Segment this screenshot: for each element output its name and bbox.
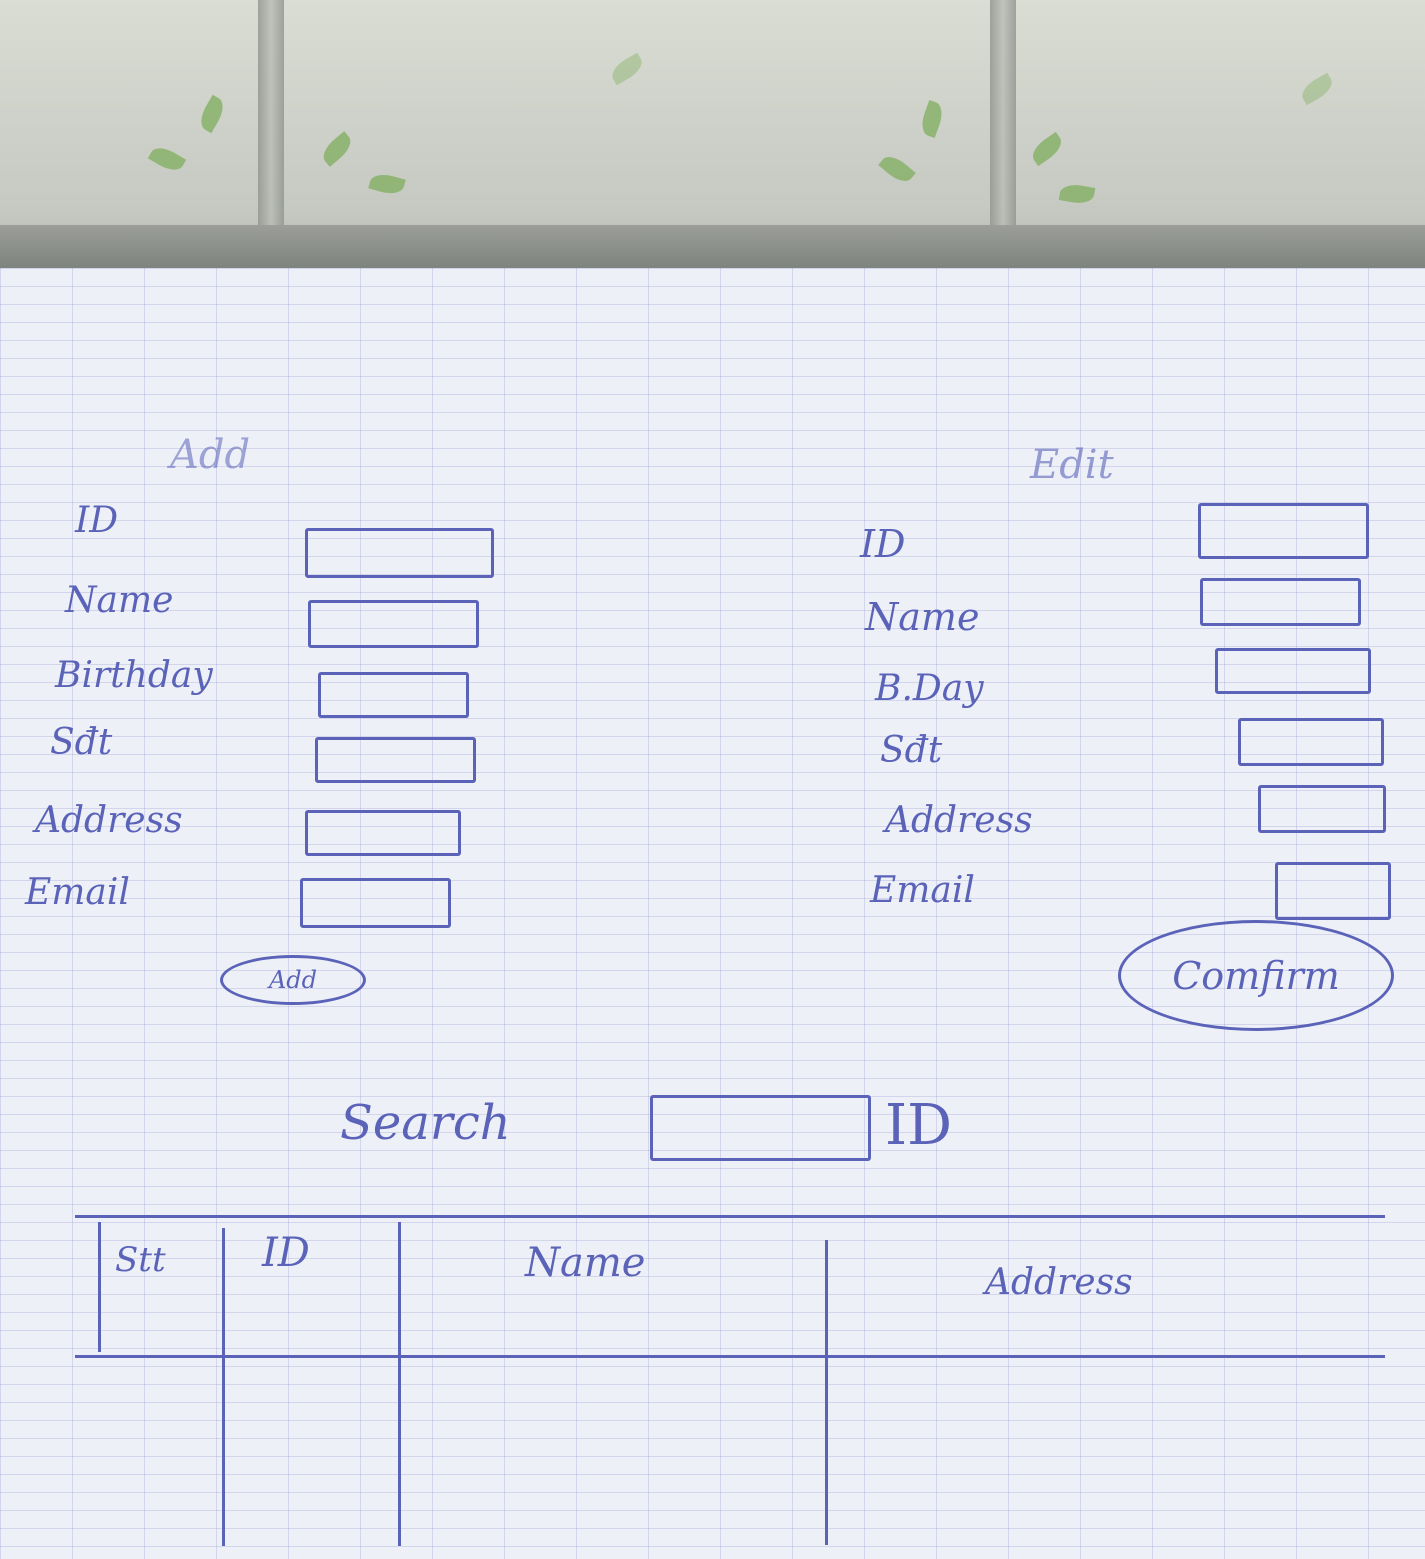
table-header-stt: Stt <box>115 1240 166 1280</box>
leaf-decoration <box>917 99 947 139</box>
table-header-divider <box>75 1355 1385 1358</box>
table-header-name: Name <box>525 1240 646 1286</box>
table-column-divider <box>398 1222 401 1546</box>
add-address-input[interactable] <box>305 810 461 856</box>
edit-name-input[interactable] <box>1200 578 1361 626</box>
table-column-divider <box>222 1228 225 1546</box>
add-email-input[interactable] <box>300 878 451 928</box>
shelf-edge <box>0 225 1425 270</box>
search-by-label: ID <box>885 1093 953 1158</box>
add-label-id: ID <box>75 500 119 541</box>
results-table <box>75 1215 1385 1548</box>
leaf-decoration <box>1297 72 1337 106</box>
table-header-address: Address <box>985 1262 1133 1303</box>
leaf-decoration <box>147 142 187 176</box>
edit-label-phone: Sđt <box>880 730 943 771</box>
confirm-button[interactable]: Comfirm <box>1118 920 1394 1031</box>
table-column-divider <box>825 1240 828 1545</box>
edit-form-title: Edit <box>1030 442 1114 488</box>
table-header-id: ID <box>262 1230 310 1276</box>
leaf-decoration <box>1058 182 1096 206</box>
add-id-input[interactable] <box>305 528 494 578</box>
leaf-decoration <box>878 151 916 187</box>
leaf-decoration <box>607 52 647 86</box>
edit-label-birthday: B.Day <box>875 668 984 709</box>
grid-paper-sheet <box>0 268 1425 1559</box>
edit-address-input[interactable] <box>1258 785 1386 833</box>
leaf-decoration <box>368 170 406 198</box>
edit-label-email: Email <box>870 870 975 911</box>
add-name-input[interactable] <box>308 600 479 648</box>
table-column-divider <box>98 1222 101 1352</box>
leaf-decoration <box>1027 131 1067 167</box>
edit-id-input[interactable] <box>1198 503 1369 559</box>
leaf-decoration <box>318 131 356 167</box>
add-form-title: Add <box>170 432 251 478</box>
add-birthday-input[interactable] <box>318 672 469 718</box>
search-input[interactable] <box>650 1095 871 1161</box>
add-label-email: Email <box>25 872 130 913</box>
add-phone-input[interactable] <box>315 737 476 783</box>
photo-background <box>0 0 1425 300</box>
edit-label-address: Address <box>885 800 1033 841</box>
edit-email-input[interactable] <box>1275 862 1391 920</box>
add-button[interactable]: Add <box>220 955 366 1005</box>
edit-phone-input[interactable] <box>1238 718 1384 766</box>
add-label-name: Name <box>65 580 174 621</box>
edit-birthday-input[interactable] <box>1215 648 1371 694</box>
add-label-phone: Sđt <box>50 722 113 763</box>
leaf-decoration <box>195 94 229 134</box>
search-label: Search <box>340 1095 511 1151</box>
edit-label-id: ID <box>860 522 906 566</box>
add-label-birthday: Birthday <box>55 655 213 696</box>
add-label-address: Address <box>35 800 183 841</box>
edit-label-name: Name <box>865 595 980 639</box>
